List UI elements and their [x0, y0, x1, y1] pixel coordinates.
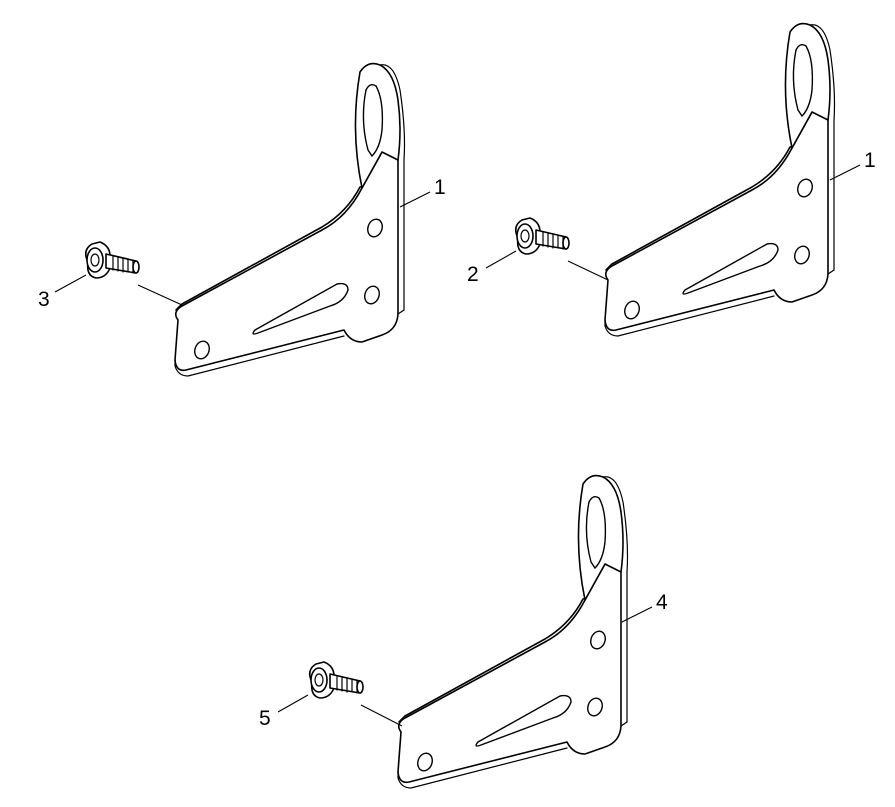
callout-1-left: 1: [434, 176, 446, 199]
leader-callout-2: [485, 250, 517, 269]
callout-5: 5: [259, 707, 271, 730]
bracket-top-left: [174, 62, 406, 377]
bolt-to-bracket-line-top-left: [137, 284, 183, 306]
bolt-to-bracket-line-bottom: [360, 704, 403, 727]
bracket-top-right: [604, 22, 836, 337]
callout-4: 4: [656, 591, 668, 614]
leader-callout-5: [277, 694, 309, 713]
bolt-top-left: [84, 241, 140, 279]
bolt-to-bracket-line-top-right: [567, 260, 609, 281]
bolt-bottom: [308, 661, 364, 699]
leader-callout-3: [54, 274, 87, 293]
bolt-top-right: [514, 217, 570, 255]
callout-3: 3: [38, 288, 50, 311]
callout-2: 2: [467, 263, 479, 286]
bracket-bottom: [397, 474, 629, 789]
leader-callout-1-right: [829, 164, 861, 181]
leader-callout-1-left: [399, 191, 431, 208]
callout-1-right: 1: [864, 149, 876, 172]
leader-callout-4: [621, 606, 653, 623]
